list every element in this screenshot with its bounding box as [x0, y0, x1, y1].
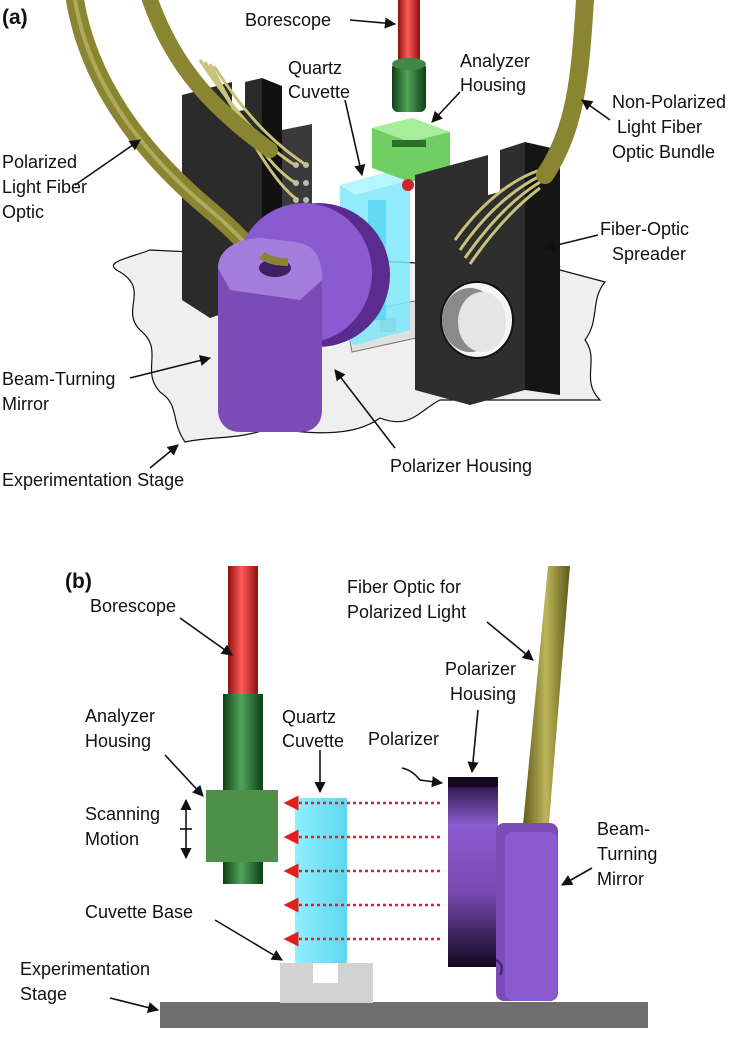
- label-polarizer-housing-a: Polarizer Housing: [390, 456, 532, 476]
- panel-b-label: (b): [65, 570, 92, 593]
- label-quartz-cuvette-a-1: Quartz: [288, 58, 342, 78]
- beam-turning-mirror-b: [495, 823, 558, 1001]
- label-beam-turning-b-1: Beam-: [597, 819, 650, 839]
- label-polarized-fiber-a-1: Polarized: [2, 152, 77, 172]
- polarizer-housing-b: [448, 777, 498, 967]
- label-beam-turning-b-2: Turning: [597, 844, 657, 864]
- label-non-polarized-a-2: Light Fiber: [617, 117, 702, 137]
- panel-a: (a): [2, 0, 726, 490]
- label-experimentation-stage-b-2: Stage: [20, 984, 67, 1004]
- light-rays: [283, 795, 440, 947]
- label-scanning-motion-b-2: Motion: [85, 829, 139, 849]
- fiber-optic-polarized-b: [522, 566, 570, 835]
- label-experimentation-stage-a: Experimentation Stage: [2, 470, 184, 490]
- label-analyzer-housing-a-2: Housing: [460, 75, 526, 95]
- quartz-cuvette-b: [295, 798, 347, 963]
- scanning-motion-arrow: [180, 798, 192, 860]
- label-cuvette-base-b: Cuvette Base: [85, 902, 193, 922]
- label-beam-turning-a-1: Beam-Turning: [2, 369, 115, 389]
- label-quartz-cuvette-a-2: Cuvette: [288, 82, 350, 102]
- label-quartz-cuvette-b-2: Cuvette: [282, 731, 344, 751]
- label-borescope-a: Borescope: [245, 10, 331, 30]
- cuvette-base-b: [280, 963, 373, 1003]
- label-beam-turning-b-3: Mirror: [597, 869, 644, 889]
- label-polarizer-housing-b-2: Housing: [450, 684, 516, 704]
- label-experimentation-stage-b-1: Experimentation: [20, 959, 150, 979]
- leader-arrows-b: [109, 617, 593, 1013]
- label-fiber-optic-b-2: Polarized Light: [347, 602, 466, 622]
- non-polarized-bundle-a: [536, 0, 594, 184]
- label-analyzer-housing-a-1: Analyzer: [460, 51, 530, 71]
- label-beam-turning-a-2: Mirror: [2, 394, 49, 414]
- label-spreader-a-1: Fiber-Optic: [600, 219, 689, 239]
- label-non-polarized-a-3: Optic Bundle: [612, 142, 715, 162]
- panel-a-label: (a): [2, 6, 28, 29]
- label-fiber-optic-b-1: Fiber Optic for: [347, 577, 461, 597]
- label-analyzer-housing-b-1: Analyzer: [85, 706, 155, 726]
- label-spreader-a-2: Spreader: [612, 244, 686, 264]
- fibers-right: [453, 168, 541, 265]
- label-non-polarized-a-1: Non-Polarized: [612, 92, 726, 112]
- label-analyzer-housing-b-2: Housing: [85, 731, 151, 751]
- borescope-a: [392, 0, 426, 112]
- leader-arrows-a: [74, 17, 611, 469]
- label-polarized-fiber-a-2: Light Fiber: [2, 177, 87, 197]
- analyzer-housing-a: [372, 118, 450, 191]
- experimentation-stage-b: [160, 1002, 648, 1028]
- label-polarizer-b: Polarizer: [368, 729, 439, 749]
- fiber-bundle-top-left: [142, 0, 278, 158]
- panel-b: (b): [20, 566, 657, 1028]
- analyzer-housing-b: [206, 790, 278, 862]
- label-borescope-b: Borescope: [90, 596, 176, 616]
- beam-turning-mirror-a: [218, 238, 322, 432]
- label-polarizer-housing-b-1: Polarizer: [445, 659, 516, 679]
- label-quartz-cuvette-b-1: Quartz: [282, 707, 336, 727]
- label-scanning-motion-b-1: Scanning: [85, 804, 160, 824]
- label-polarized-fiber-a-3: Optic: [2, 202, 44, 222]
- borescope-b: [228, 566, 258, 694]
